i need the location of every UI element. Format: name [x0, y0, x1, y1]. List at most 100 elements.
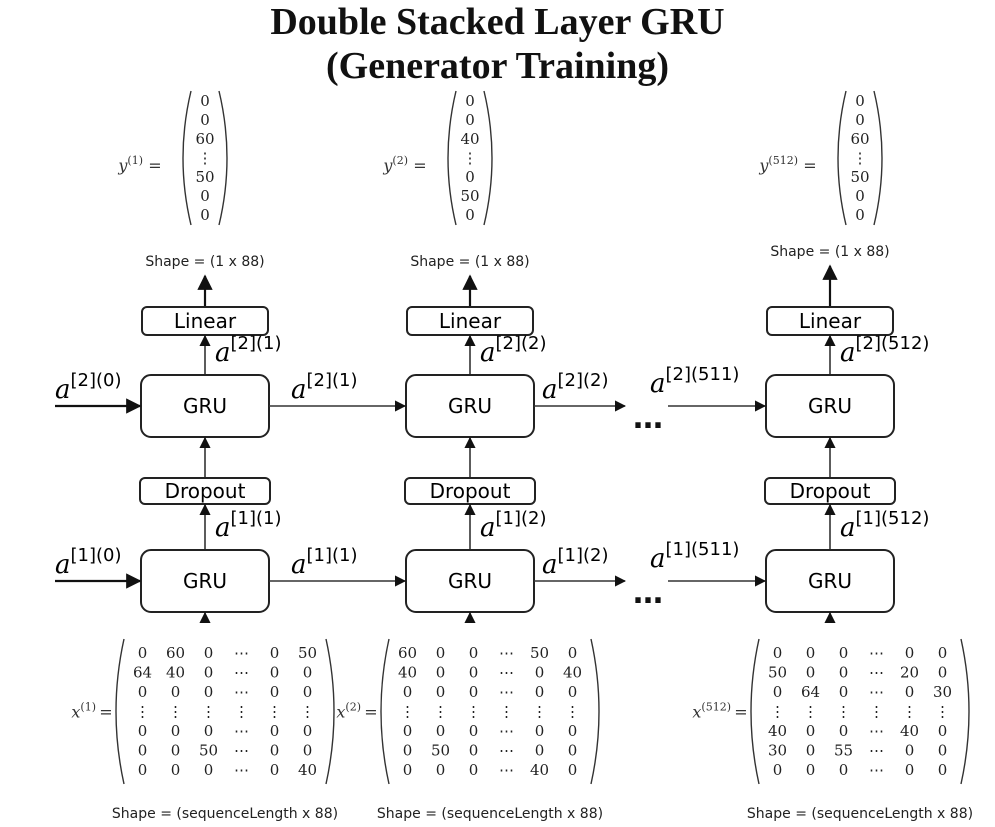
input-matrix-entry: 0 — [568, 683, 578, 701]
linear-box-label: Linear — [439, 309, 502, 333]
input-matrix-entry: 0 — [773, 683, 783, 701]
input-matrix-entry: 0 — [171, 722, 181, 740]
input-matrix-entry: 0 — [403, 761, 413, 779]
input-matrix-entry: 0 — [270, 644, 280, 662]
input-matrix-entry: 0 — [839, 683, 849, 701]
input-matrix-entry: ⋮ — [466, 703, 481, 721]
input-matrix-entry: 0 — [138, 761, 148, 779]
input-matrix-entry: 20 — [900, 664, 919, 682]
output-vector-parens — [182, 90, 228, 226]
output-vector-entry: 0 — [855, 92, 865, 110]
input-matrix-entry: 30 — [768, 742, 787, 760]
input-matrix-parens — [380, 638, 600, 785]
equals-sign: = — [148, 156, 161, 175]
layer1-initial-state-label: a[1](0) — [55, 545, 122, 580]
input-matrix-entry: 0 — [568, 722, 578, 740]
layer2-state-2-label: a[2](2) — [542, 370, 609, 405]
output-vector-entry: 40 — [460, 130, 479, 148]
layer1-state-2-label: a[1](2) — [542, 545, 609, 580]
input-matrix-entry: 0 — [806, 742, 816, 760]
input-matrix-entry: 55 — [834, 742, 853, 760]
input-matrix-entry: 0 — [270, 742, 280, 760]
input-matrix-entry: ⋯ — [499, 644, 514, 662]
equals-sign: = — [734, 703, 747, 722]
input-matrix-entry: 0 — [938, 644, 948, 662]
output-vector-entry: ⋮ — [198, 149, 213, 167]
output-shape-label: Shape = (1 x 88) — [410, 254, 529, 270]
input-matrix-entry: 0 — [839, 761, 849, 779]
input-matrix-entry: 50 — [768, 664, 787, 682]
input-matrix-entry: ⋯ — [234, 761, 249, 779]
input-matrix-entry: 0 — [535, 722, 545, 740]
input-matrix-entry: 30 — [933, 683, 952, 701]
input-matrix-entry: 0 — [839, 722, 849, 740]
equals-sign: = — [99, 703, 112, 722]
input-matrix-entry: 0 — [436, 722, 446, 740]
linear-box-label: Linear — [174, 309, 237, 333]
layer1-output-label: a[1](2) — [480, 508, 547, 543]
output-vector-entry: 0 — [200, 206, 210, 224]
input-matrix-entry: 0 — [905, 644, 915, 662]
input-matrix-entry: ⋯ — [499, 742, 514, 760]
input-matrix-entry: 0 — [469, 722, 479, 740]
input-matrix-entry: 40 — [398, 664, 417, 682]
input-matrix-entry: 0 — [806, 644, 816, 662]
input-matrix-entry: ⋮ — [770, 703, 785, 721]
input-matrix-entry: 0 — [204, 644, 214, 662]
input-matrix-entry: ⋯ — [234, 722, 249, 740]
layer2-output-label: a[2](512) — [840, 333, 929, 368]
input-matrix-entry: 50 — [298, 644, 317, 662]
output-vector-label: y(512) — [758, 154, 798, 175]
input-matrix-entry: ⋮ — [902, 703, 917, 721]
input-matrix-entry: 0 — [535, 683, 545, 701]
input-matrix-entry: 0 — [138, 742, 148, 760]
input-matrix-entry: ⋯ — [234, 683, 249, 701]
output-vector-entry: 0 — [200, 187, 210, 205]
input-matrix-entry: 0 — [204, 683, 214, 701]
output-vector-entry: 0 — [855, 187, 865, 205]
input-matrix-entry: 0 — [938, 664, 948, 682]
layer2-state-511-label: a[2](511) — [650, 364, 739, 399]
input-matrix-entry: 50 — [431, 742, 450, 760]
input-shape-label: Shape = (sequenceLength x 88) — [377, 806, 603, 822]
title-line-2: (Generator Training) — [325, 45, 670, 87]
output-vector-entry: 0 — [465, 111, 475, 129]
input-matrix-entry: ⋮ — [499, 703, 514, 721]
output-shape-label: Shape = (1 x 88) — [770, 244, 889, 260]
input-matrix-entry: 0 — [469, 664, 479, 682]
equals-sign: = — [413, 156, 426, 175]
input-matrix-entry: ⋯ — [499, 664, 514, 682]
input-matrix-entry: ⋮ — [300, 703, 315, 721]
output-vector-label: y(1) — [117, 154, 143, 175]
gru-layer1-label: GRU — [183, 569, 227, 593]
input-matrix-entry: 0 — [469, 761, 479, 779]
gru-layer2-label: GRU — [808, 394, 852, 418]
output-vector-entry: ⋮ — [853, 149, 868, 167]
equals-sign: = — [364, 703, 377, 722]
input-matrix-parens — [750, 638, 970, 785]
output-vector-entry: 0 — [465, 168, 475, 186]
input-matrix-entry: ⋮ — [400, 703, 415, 721]
layer1-output-label: a[1](1) — [215, 508, 282, 543]
layer1-state-1-label: a[1](1) — [291, 545, 358, 580]
input-matrix-parens — [115, 638, 335, 785]
ellipsis-layer1: … — [633, 576, 663, 611]
gru-layer2-label: GRU — [448, 394, 492, 418]
input-matrix-entry: ⋮ — [532, 703, 547, 721]
input-matrix-entry: 0 — [905, 683, 915, 701]
input-matrix-entry: ⋯ — [869, 644, 884, 662]
input-matrix-entry: 0 — [839, 644, 849, 662]
input-matrix-entry: 0 — [469, 742, 479, 760]
input-matrix-entry: 0 — [773, 761, 783, 779]
input-matrix-entry: 0 — [436, 761, 446, 779]
output-shape-label: Shape = (1 x 88) — [145, 254, 264, 270]
output-vector-parens — [447, 90, 493, 226]
input-matrix-entry: 0 — [773, 644, 783, 662]
gru-layer1-label: GRU — [448, 569, 492, 593]
input-matrix-entry: ⋮ — [433, 703, 448, 721]
input-matrix-entry: ⋯ — [499, 683, 514, 701]
